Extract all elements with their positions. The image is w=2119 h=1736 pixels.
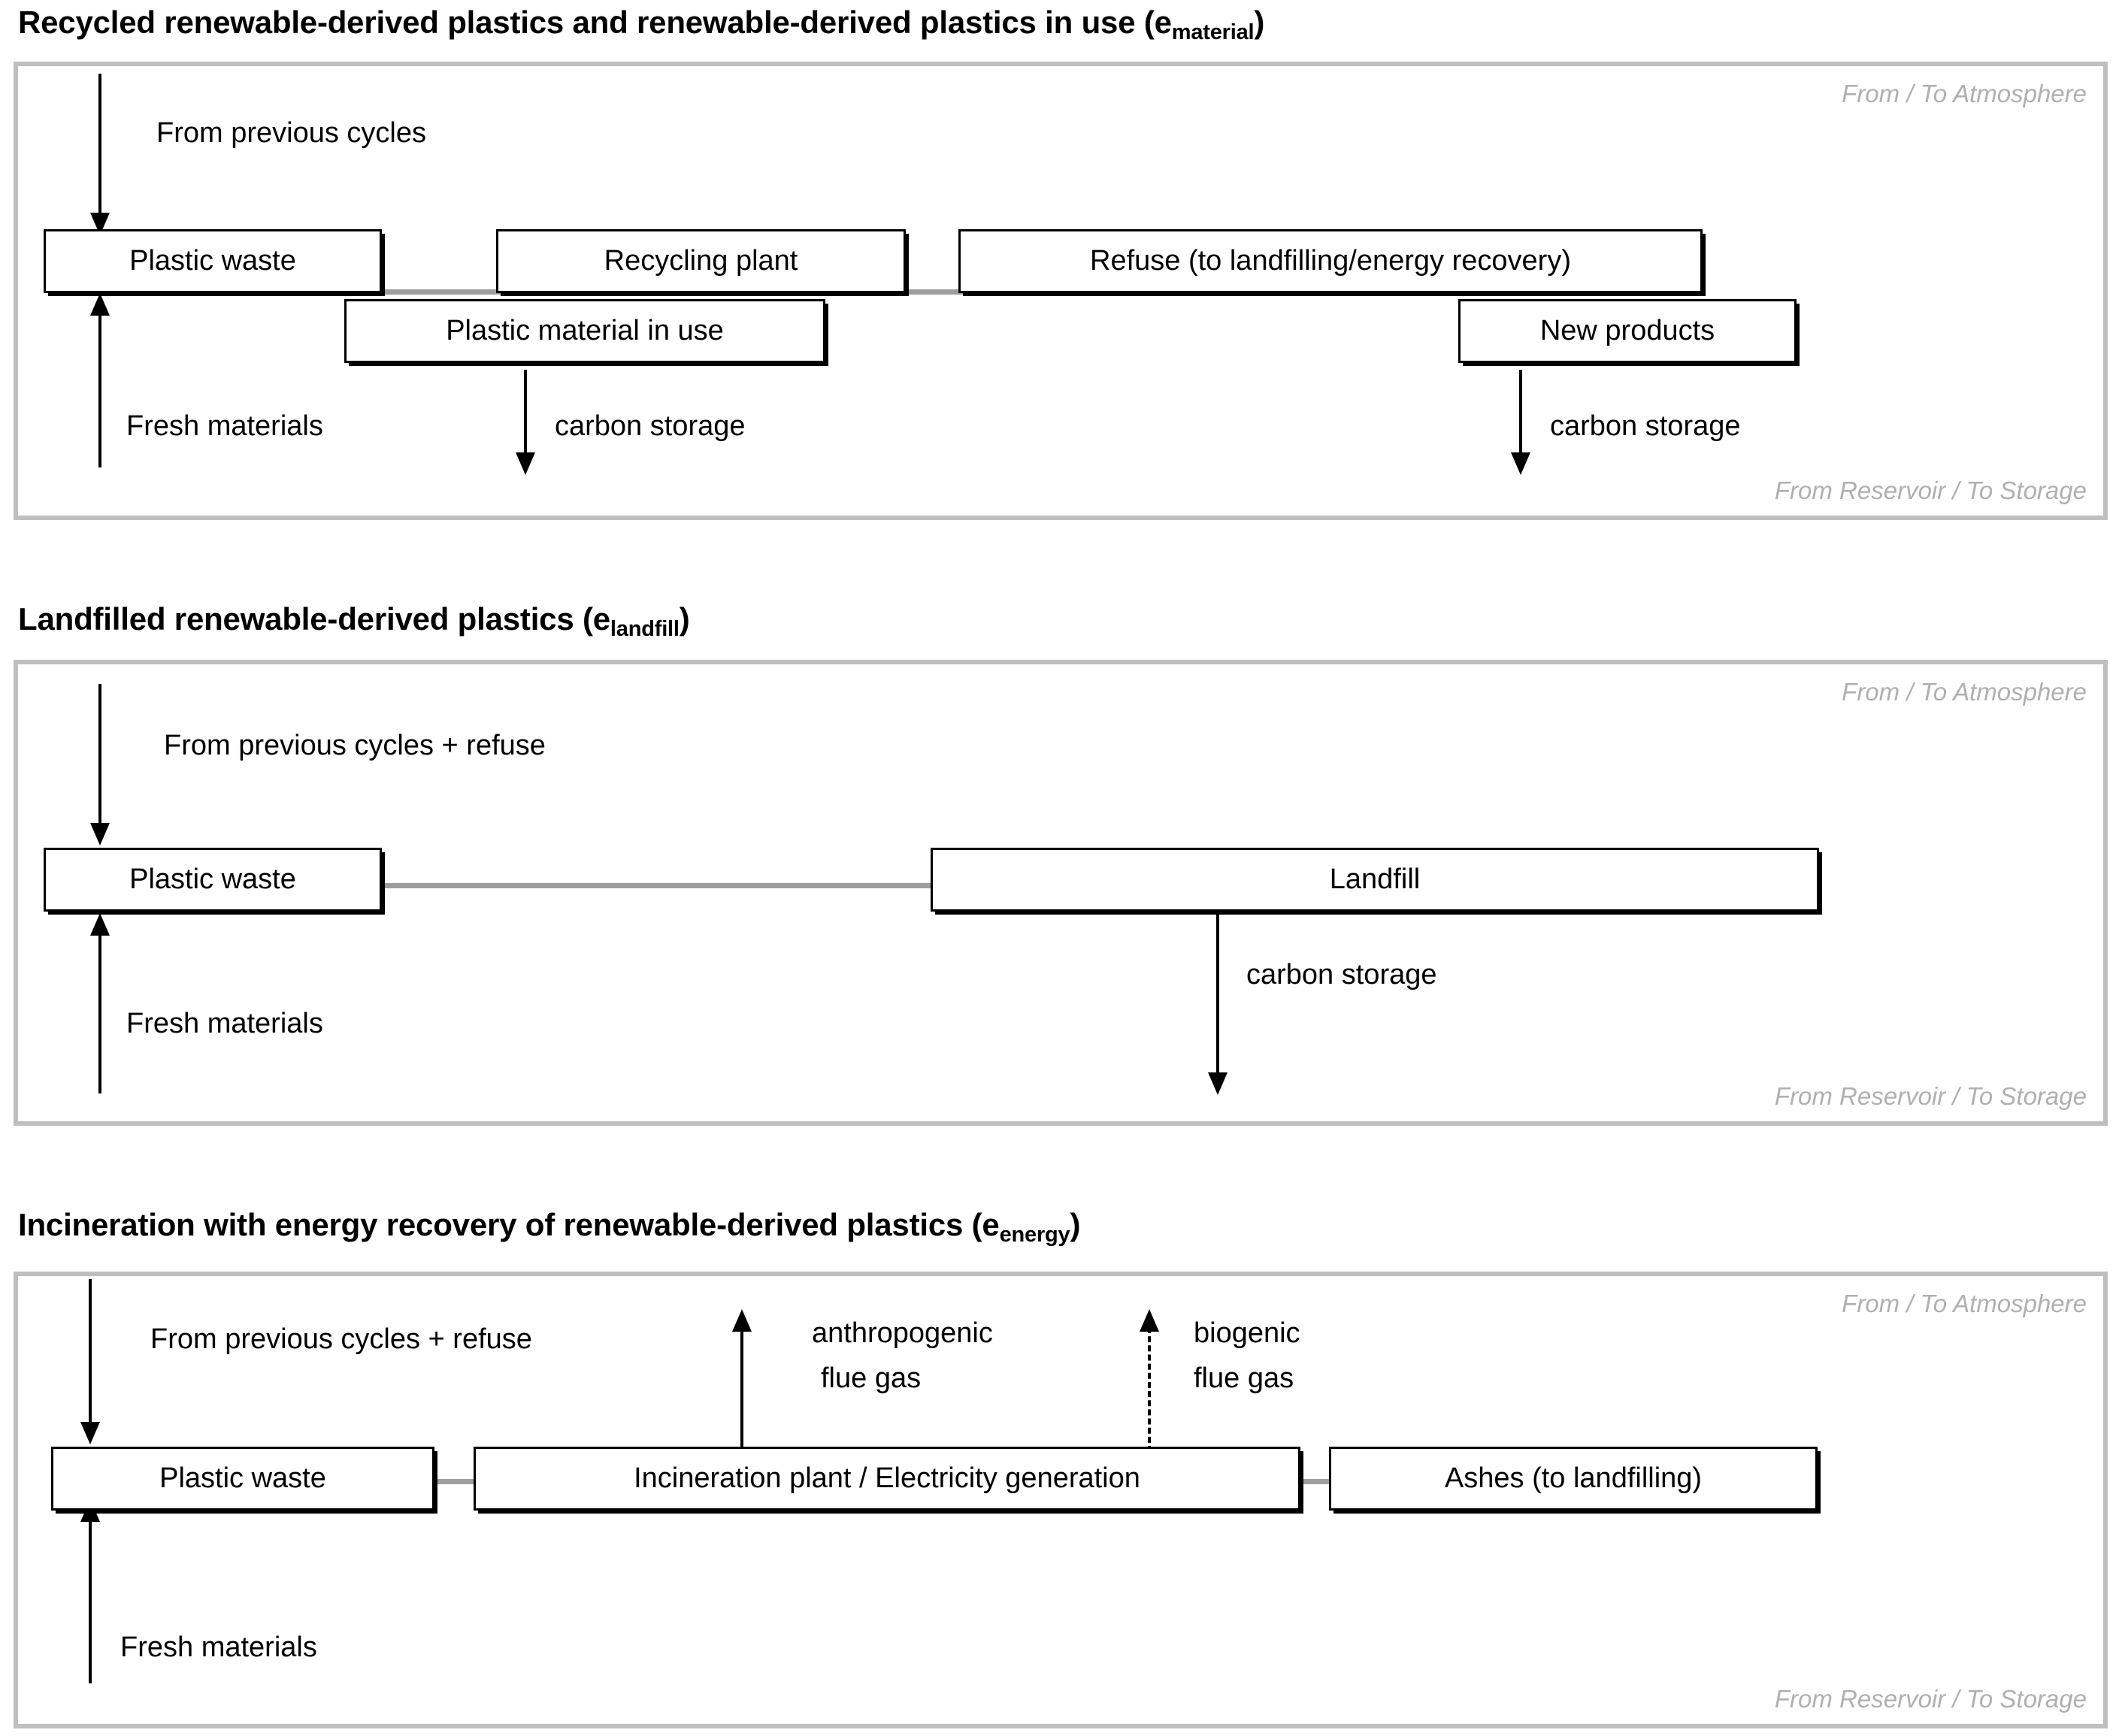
box-label: Recycling plant <box>604 245 798 277</box>
section-title-energy: Incineration with energy recovery of ren… <box>18 1207 1081 1247</box>
arrow-fresh-materials-material <box>89 293 111 467</box>
atmosphere-label-landfill: From / To Atmosphere <box>1842 678 2087 706</box>
arrow-biogenic-flue-gas <box>1138 1309 1161 1452</box>
label-carbon-storage-new-products-material: carbon storage <box>1550 410 1741 442</box>
section-title-material-paren: ) <box>1254 5 1265 40</box>
section-title-material-text: Recycled renewable-derived plastics and … <box>18 5 1172 40</box>
section-title-landfill: Landfilled renewable-derived plastics (e… <box>18 601 690 641</box>
arrow-anthropogenic-flue-gas <box>731 1309 753 1452</box>
arrow-carbon-storage-new-products-material <box>1509 370 1532 475</box>
box-plastic-waste-landfill[interactable]: Plastic waste <box>44 848 382 912</box>
box-label: Refuse (to landfilling/energy recovery) <box>1090 245 1571 277</box>
box-label: Plastic waste <box>159 1462 326 1494</box>
link-incineration-to-ashes <box>1289 1479 1334 1484</box>
link-waste-to-incineration <box>432 1479 477 1484</box>
box-plastic-material-in-use-material[interactable]: Plastic material in use <box>344 299 825 363</box>
box-label: Incineration plant / Electricity generat… <box>634 1462 1140 1494</box>
label-fresh-materials-material: Fresh materials <box>126 410 323 442</box>
label-fresh-materials-landfill: Fresh materials <box>126 1008 323 1039</box>
box-plastic-waste-material[interactable]: Plastic waste <box>44 229 382 293</box>
section-title-energy-subscript: energy <box>999 1223 1070 1247</box>
box-label: Landfill <box>1329 863 1421 895</box>
atmosphere-label-material: From / To Atmosphere <box>1842 80 2087 107</box>
label-from-previous-cycles-material: From previous cycles <box>156 117 426 149</box>
label-anthropogenic-flue-gas-line1: anthropogenic <box>812 1317 993 1349</box>
reservoir-label-energy: From Reservoir / To Storage <box>1774 1685 2087 1713</box>
box-label: Plastic material in use <box>446 315 724 346</box>
section-title-energy-paren: ) <box>1070 1207 1081 1242</box>
arrow-from-previous-cycles-material <box>89 74 111 235</box>
label-carbon-storage-landfill: carbon storage <box>1246 959 1437 990</box>
box-plastic-waste-energy[interactable]: Plastic waste <box>51 1447 434 1511</box>
label-anthropogenic-flue-gas-line2: flue gas <box>821 1362 922 1394</box>
section-title-landfill-text: Landfilled renewable-derived plastics (e <box>18 601 610 637</box>
link-waste-to-landfill <box>376 883 936 888</box>
section-title-material: Recycled renewable-derived plastics and … <box>18 5 1265 44</box>
link-waste-to-recycling-material <box>376 289 515 295</box>
atmosphere-label-energy: From / To Atmosphere <box>1842 1290 2087 1317</box>
section-title-energy-text: Incineration with energy recovery of ren… <box>18 1207 1000 1242</box>
label-from-previous-cycles-landfill: From previous cycles + refuse <box>164 730 546 761</box>
section-title-landfill-paren: ) <box>679 601 690 637</box>
link-recycling-to-refuse-material <box>898 289 966 295</box>
box-ashes-energy[interactable]: Ashes (to landfilling) <box>1329 1447 1818 1511</box>
reservoir-label-landfill: From Reservoir / To Storage <box>1774 1082 2087 1110</box>
box-label: New products <box>1539 315 1715 346</box>
box-landfill[interactable]: Landfill <box>931 848 1819 912</box>
reservoir-label-material: From Reservoir / To Storage <box>1774 476 2087 504</box>
label-carbon-storage-in-use-material: carbon storage <box>555 410 746 442</box>
section-title-material-subscript: material <box>1171 20 1255 44</box>
label-fresh-materials-energy: Fresh materials <box>120 1632 317 1663</box>
box-refuse-material[interactable]: Refuse (to landfilling/energy recovery) <box>958 229 1703 293</box>
arrow-fresh-materials-landfill <box>89 913 111 1093</box>
box-label: Plastic waste <box>129 863 296 895</box>
label-biogenic-flue-gas-line1: biogenic <box>1194 1317 1300 1349</box>
arrow-from-previous-cycles-energy <box>79 1279 101 1444</box>
box-incineration-plant-energy[interactable]: Incineration plant / Electricity generat… <box>474 1447 1300 1511</box>
label-from-previous-cycles-energy: From previous cycles + refuse <box>150 1323 532 1355</box>
box-label: Plastic waste <box>129 245 296 277</box>
label-biogenic-flue-gas-line2: flue gas <box>1194 1362 1294 1394</box>
arrow-carbon-storage-in-use-material <box>514 370 537 475</box>
box-recycling-plant-material[interactable]: Recycling plant <box>496 229 906 293</box>
arrow-fresh-materials-energy <box>79 1499 101 1683</box>
section-title-landfill-subscript: landfill <box>610 617 680 641</box>
arrow-carbon-storage-landfill <box>1206 911 1229 1095</box>
box-new-products-material[interactable]: New products <box>1458 299 1797 363</box>
arrow-from-previous-cycles-landfill <box>89 684 111 845</box>
box-label: Ashes (to landfilling) <box>1444 1462 1703 1494</box>
